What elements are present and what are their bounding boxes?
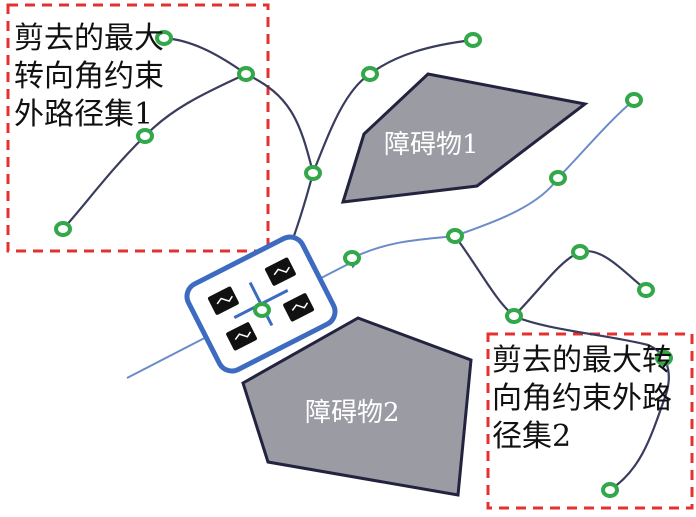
waypoint-node	[655, 350, 673, 366]
waypoint-node	[637, 282, 655, 298]
waypoint-node	[571, 244, 589, 260]
obstacle-1-label: 障碍物1	[384, 130, 479, 160]
pruned-region-1	[6, 3, 270, 253]
waypoint-node	[601, 482, 619, 498]
waypoint-node	[253, 302, 271, 318]
waypoint-node	[54, 221, 72, 237]
waypoint-node	[136, 128, 154, 144]
main-path-continue	[351, 99, 635, 259]
waypoint-node	[304, 165, 322, 181]
waypoint-node	[155, 30, 173, 46]
obstacle-2	[241, 316, 473, 497]
waypoint-node	[549, 170, 567, 186]
obstacle-2-label: 障碍物2	[305, 398, 400, 428]
pruned-set-1-label: 剪去的最大转向角约束外路径集1	[14, 21, 164, 132]
pruned-set-2-label: 剪去的最大转向角约束外路径集2	[492, 343, 672, 454]
waypoint-node	[361, 66, 379, 82]
waypoint-node	[446, 228, 464, 244]
wheel-icon	[283, 293, 315, 322]
branch-down-to-junction	[454, 235, 515, 317]
branch-fork-to-upper-left	[245, 73, 315, 174]
branch-upper-left-to-tip	[163, 36, 247, 75]
wheel-icon	[264, 257, 296, 286]
waypoint-node	[464, 32, 482, 48]
waypoint-node	[505, 308, 523, 324]
waypoint-node	[237, 66, 255, 82]
waypoint-node	[343, 250, 361, 266]
obstacle-1	[340, 72, 589, 204]
branch-right-hill	[513, 249, 647, 317]
waypoint-node	[625, 92, 643, 108]
wheel-icon	[207, 286, 239, 315]
wheel-icon	[226, 322, 258, 351]
